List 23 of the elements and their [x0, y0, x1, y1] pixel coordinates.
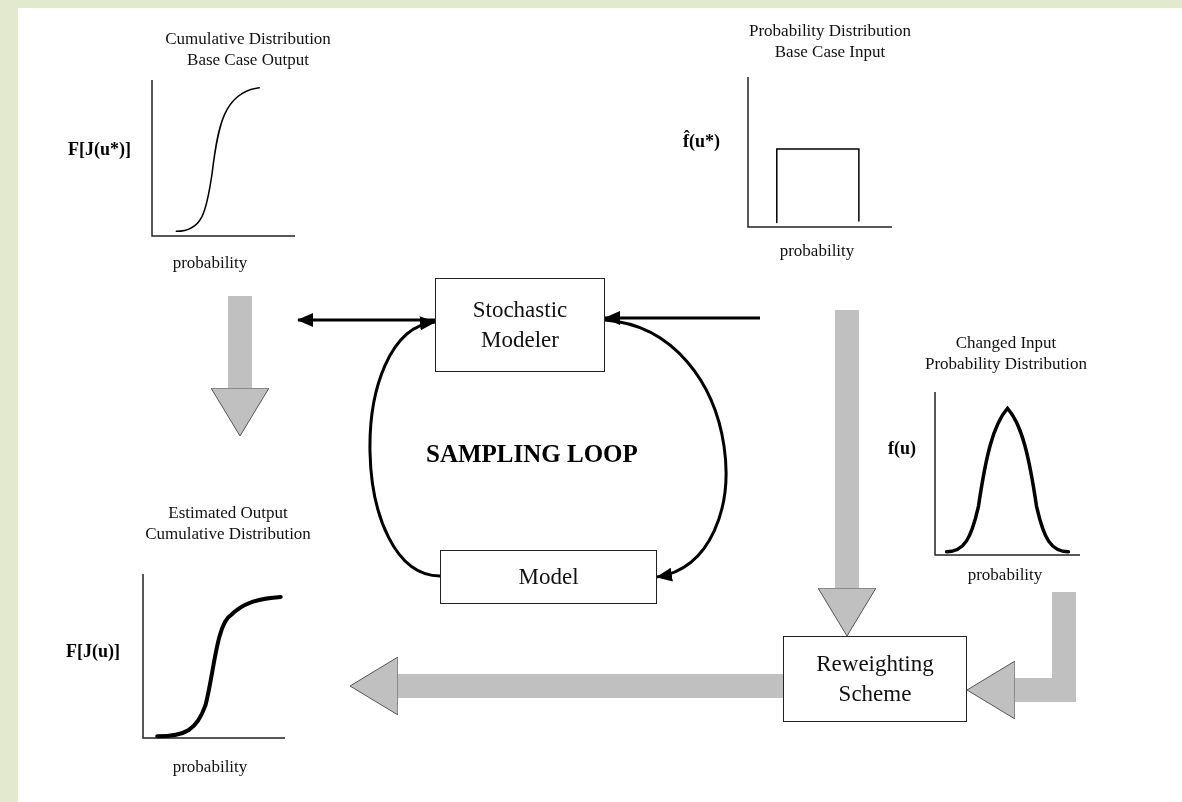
block-arrow — [966, 592, 1076, 720]
axis-label: probability — [967, 565, 1043, 585]
axis-label: probability — [172, 757, 248, 777]
chart-title: Cumulative Distribution Base Case Output — [164, 28, 332, 70]
chart-title: Estimated Output Cumulative Distribution — [144, 502, 312, 544]
process-box: Stochastic Modeler — [435, 278, 605, 372]
chart-title: Probability Distribution Base Case Input — [748, 20, 912, 62]
chart-title: Changed Input Probability Distribution — [924, 332, 1088, 374]
axis-label: probability — [779, 241, 855, 261]
arrow — [604, 311, 760, 325]
axis-label: f̂(u*) — [683, 129, 720, 153]
curved-arrow — [604, 318, 728, 579]
axis-label: F[J(u)] — [66, 640, 120, 663]
arrow — [297, 313, 435, 327]
axis-label: F[J(u*)] — [68, 138, 131, 161]
process-box: Model — [440, 550, 657, 604]
block-arrow — [349, 656, 783, 716]
block-arrow — [210, 296, 270, 437]
axis-label: f(u) — [888, 437, 916, 460]
loop-label: SAMPLING LOOP — [426, 440, 638, 468]
process-box: Reweighting Scheme — [783, 636, 967, 722]
block-arrow — [817, 310, 877, 637]
axis-label: probability — [172, 253, 248, 273]
